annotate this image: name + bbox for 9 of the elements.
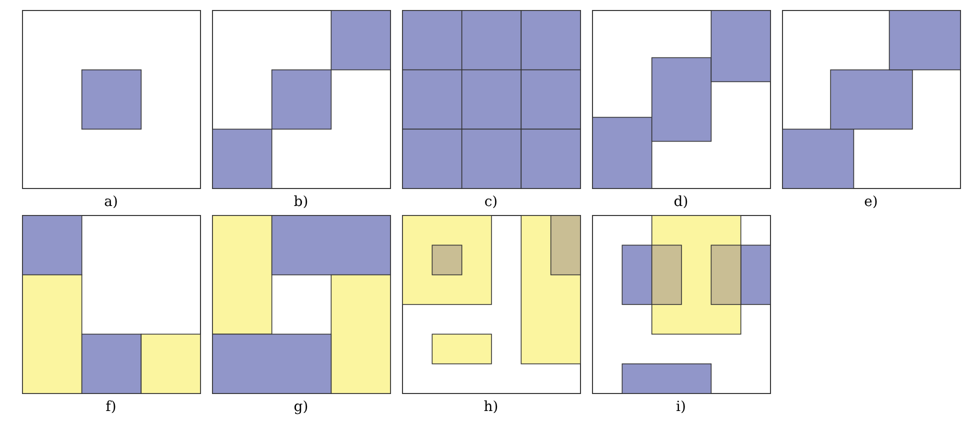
panel-label: e) bbox=[863, 194, 879, 210]
panel-label: a) bbox=[103, 194, 119, 210]
panel-label: c) bbox=[483, 194, 499, 210]
panel-label: d) bbox=[672, 194, 690, 210]
panel-label: b) bbox=[292, 194, 310, 210]
panel-label: i) bbox=[675, 399, 687, 415]
panel-label: g) bbox=[292, 399, 310, 415]
panel-label: f) bbox=[104, 399, 118, 415]
panel-label: h) bbox=[482, 399, 500, 415]
